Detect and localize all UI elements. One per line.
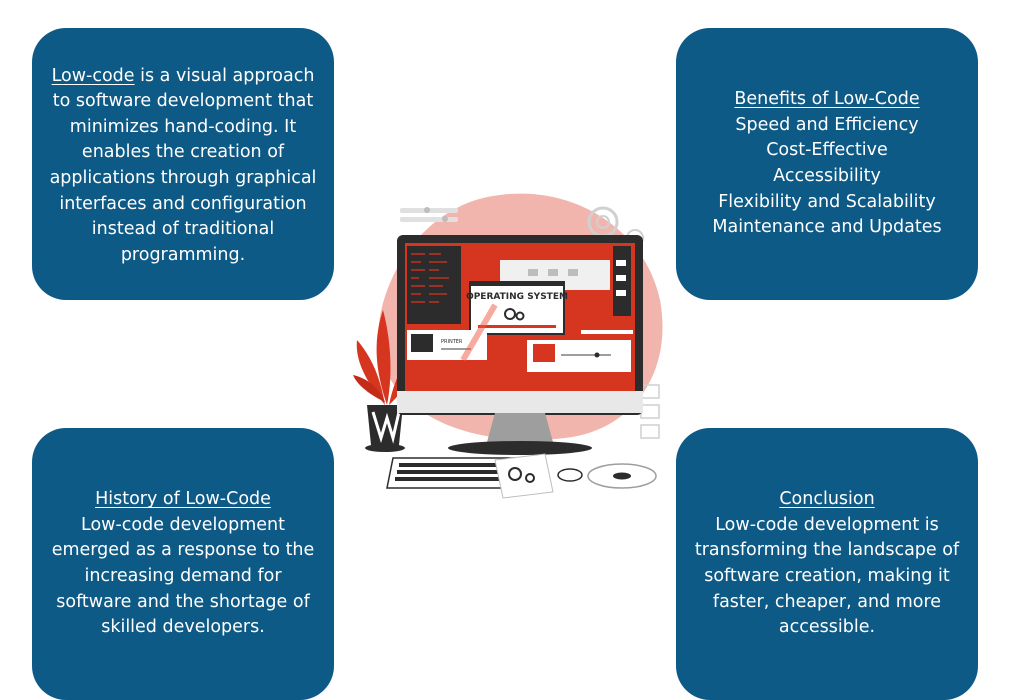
slider-icon: [400, 207, 458, 222]
benefit-item: Speed and Efficiency: [735, 114, 919, 135]
folder-icon: [640, 384, 660, 439]
history-card: History of Low-Code Low-code development…: [32, 428, 334, 700]
printer-label: PRINTER: [441, 339, 463, 345]
card-body: is a visual approach to software develop…: [49, 65, 317, 265]
benefit-item: Maintenance and Updates: [712, 217, 942, 238]
benefit-item: Accessibility: [773, 166, 881, 186]
low-code-definition-card: Low-code is a visual approach to softwar…: [32, 28, 334, 300]
benefit-item: Flexibility and Scalability: [718, 191, 936, 212]
screen-content: OPERATING SYSTEM PRINTER: [407, 246, 633, 372]
computer-illustration: OPERATING SYSTEM PRINTER: [353, 193, 663, 499]
card-body: Low-code development is transforming the…: [694, 514, 960, 638]
conclusion-card: Conclusion Low-code development is trans…: [676, 428, 978, 700]
benefits-list: Speed and Efficiency Cost-Effective Acce…: [690, 113, 964, 241]
benefit-item: Cost-Effective: [766, 140, 888, 161]
benefits-card: Benefits of Low-Code Speed and Efficienc…: [676, 28, 978, 300]
card-title: Low-code: [51, 65, 135, 86]
gear-icon: [504, 308, 525, 321]
card-title: History of Low-Code: [95, 489, 271, 510]
card-title: Conclusion: [779, 489, 875, 510]
cd-icon: [587, 463, 657, 489]
mouse-icon: [557, 468, 583, 482]
screen-label: OPERATING SYSTEM: [466, 292, 568, 302]
document-icon: [494, 453, 554, 499]
card-body: Low-code development emerged as a respon…: [51, 514, 315, 638]
card-title: Benefits of Low-Code: [734, 89, 920, 110]
